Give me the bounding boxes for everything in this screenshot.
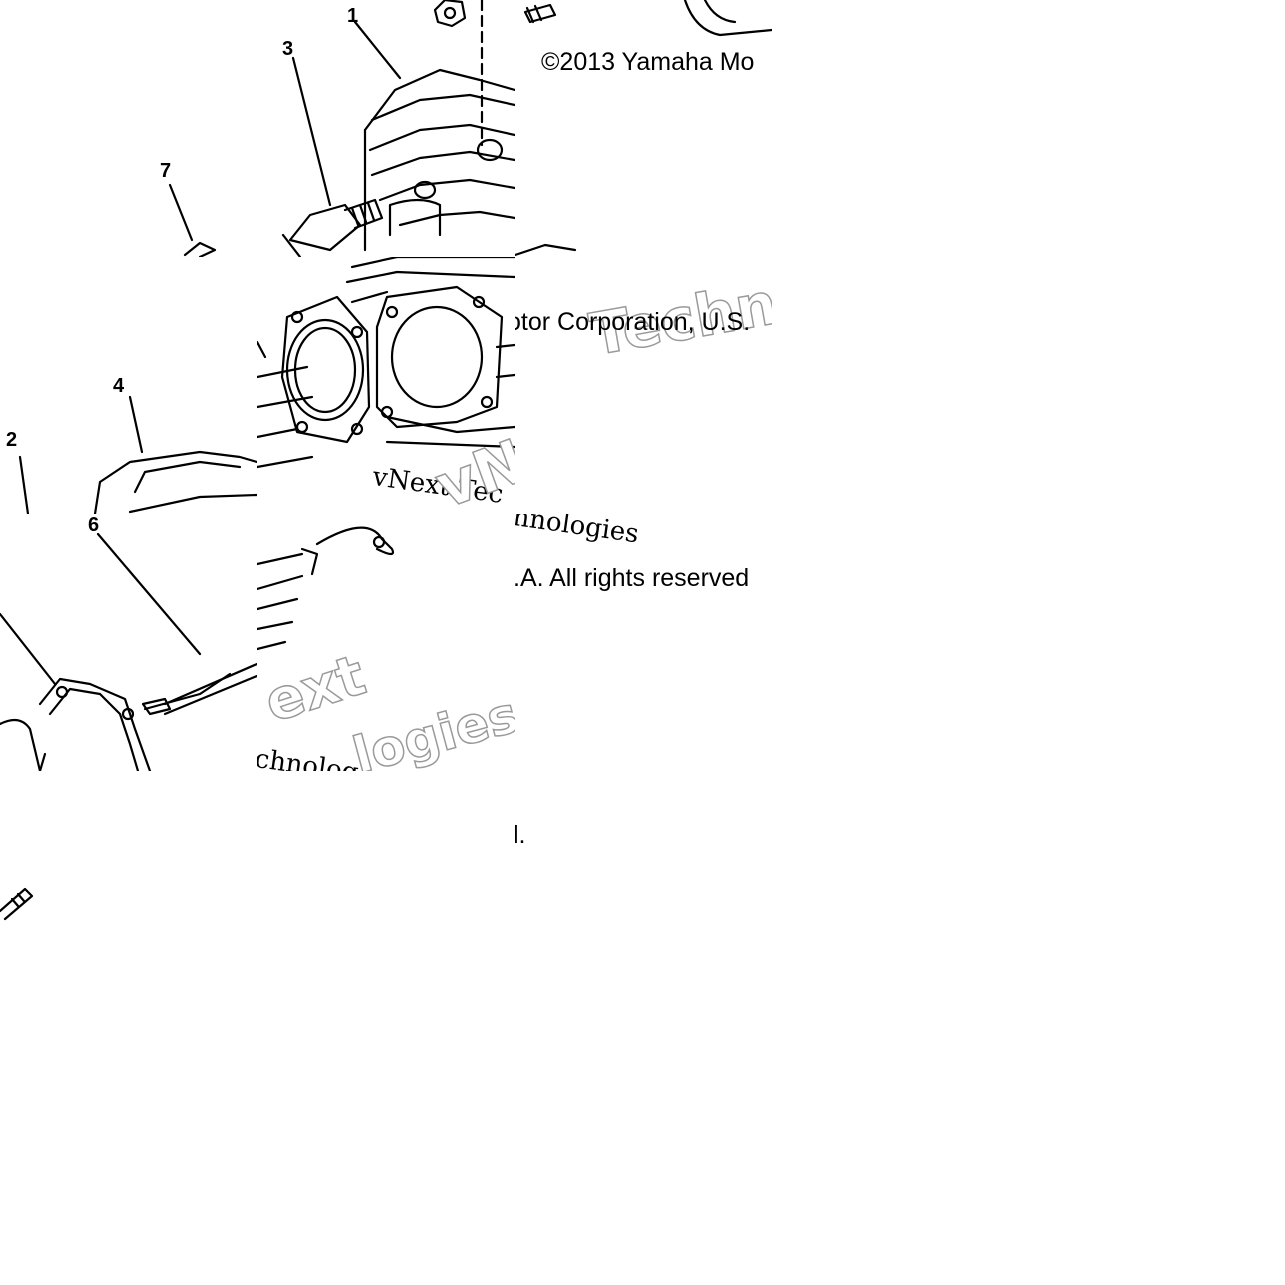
watermark-serif-2: hnologies: [515, 514, 641, 550]
diagram-tile-cylinder-gasket: 5 vNext Tec vNe: [257, 257, 515, 514]
copyright-line-3: .A. All rights reserved: [515, 564, 750, 592]
cylinder-gasket-drawing: [257, 257, 515, 469]
diagram-tile-cylinder-lower: ology ext logies chnolog: [257, 514, 515, 771]
cylinder-lower-drawing: [257, 526, 395, 651]
callout-6: 6: [88, 514, 100, 536]
diagram-tile-copyright-4: l.: [515, 771, 772, 1028]
callout-7: 7: [160, 160, 172, 182]
callout-2: 2: [6, 429, 18, 451]
diagram-tile-cylinder-head: 1 3 7: [0, 0, 515, 257]
leader-line-3: [291, 56, 332, 207]
top-right-drawing: [515, 0, 772, 257]
diagram-tile-copyright-3: hnologies .A. All rights reserved: [515, 514, 772, 771]
diagram-tile-copyright-2: Techno otor Corporation, U.S.: [515, 257, 772, 514]
head-outline-top: [363, 68, 515, 132]
copyright-line-2: otor Corporation, U.S.: [515, 308, 751, 336]
cap-nut: [433, 0, 467, 28]
stud-bolt-drawing: [0, 887, 34, 921]
diagram-tile-top-right: ©2013 Yamaha Mo: [515, 0, 772, 257]
exhaust-cover-drawing: [18, 395, 257, 514]
spark-plug: [281, 198, 384, 257]
cylinder-base-drawing: [0, 532, 257, 771]
leader-line-1: [353, 20, 402, 80]
diagram-tile-stud-bolt: [0, 771, 257, 1028]
leader-line-7: [168, 183, 194, 242]
diagram-tile-exhaust-cover: 4 2: [0, 257, 257, 514]
callout-3: 3: [282, 38, 294, 60]
callout-1: 1: [347, 5, 359, 27]
callout-4: 4: [113, 375, 125, 397]
copyright-line-1: ©2013 Yamaha Mo: [541, 48, 755, 76]
copyright-line-4: l.: [515, 821, 526, 849]
cylinder-head-drawing: [168, 0, 515, 257]
diagram-tile-cylinder-base: 6: [0, 514, 257, 771]
